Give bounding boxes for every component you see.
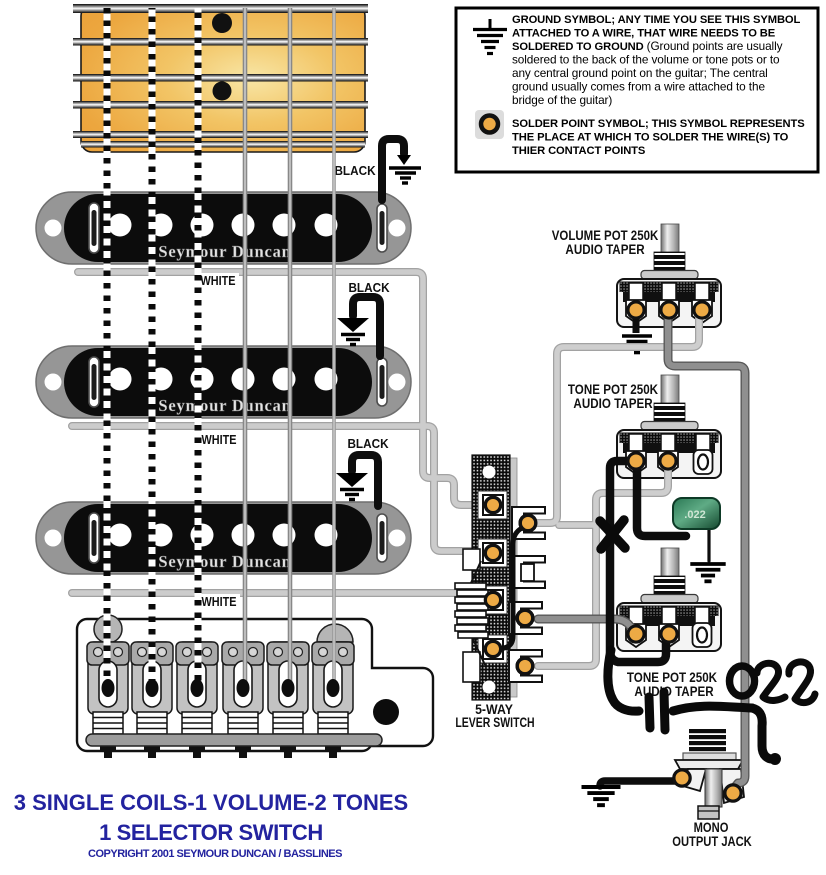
svg-text:SOLDERED TO GROUND (Ground poi: SOLDERED TO GROUND (Ground points are us… (512, 39, 783, 53)
svg-text:COPYRIGHT 2001 SEYMOUR DUNCAN: COPYRIGHT 2001 SEYMOUR DUNCAN / BASSLINE… (88, 848, 342, 860)
svg-text:any central ground point on th: any central ground point on the guitar; … (512, 66, 768, 80)
svg-text:bridge of the guitar): bridge of the guitar) (512, 93, 612, 107)
svg-text:WHITE: WHITE (201, 595, 236, 609)
svg-text:AUDIO TAPER: AUDIO TAPER (573, 395, 653, 411)
svg-text:BLACK: BLACK (334, 164, 375, 178)
svg-text:AUDIO TAPER: AUDIO TAPER (565, 241, 645, 257)
svg-text:THIER CONTACT POINTS: THIER CONTACT POINTS (512, 145, 646, 157)
svg-text:MONO: MONO (694, 820, 729, 835)
svg-text:TONE POT 250K: TONE POT 250K (627, 669, 718, 685)
svg-text:LEVER SWITCH: LEVER SWITCH (455, 715, 534, 731)
svg-text:THE PLACE AT WHICH TO SOLDER T: THE PLACE AT WHICH TO SOLDER THE WIRE(S)… (512, 132, 789, 144)
svg-text:BLACK: BLACK (348, 281, 389, 295)
svg-text:.022: .022 (684, 509, 705, 521)
svg-text:3 SINGLE COILS-1 VOLUME-2 TONE: 3 SINGLE COILS-1 VOLUME-2 TONES (14, 790, 408, 815)
svg-text:TONE POT 250K: TONE POT 250K (568, 381, 659, 397)
svg-text:BLACK: BLACK (347, 437, 388, 451)
svg-text:OUTPUT JACK: OUTPUT JACK (672, 834, 752, 849)
svg-text:SOLDER POINT SYMBOL; THIS SYMB: SOLDER POINT SYMBOL; THIS SYMBOL REPRESE… (512, 118, 805, 130)
svg-text:VOLUME POT 250K: VOLUME POT 250K (552, 227, 659, 243)
svg-text:soldered to the back of the vo: soldered to the back of the volume or to… (512, 53, 780, 67)
svg-text:WHITE: WHITE (201, 433, 236, 447)
svg-text:ATTACHED TO A WIRE, THAT WIRE: ATTACHED TO A WIRE, THAT WIRE NEEDS TO B… (512, 28, 776, 40)
svg-text:ground usually comes from a wi: ground usually comes from a wire attache… (512, 80, 765, 94)
svg-text:5-WAY: 5-WAY (475, 701, 513, 717)
svg-text:GROUND SYMBOL; ANY TIME YOU SE: GROUND SYMBOL; ANY TIME YOU SEE THIS SYM… (512, 14, 801, 26)
svg-text:1 SELECTOR SWITCH: 1 SELECTOR SWITCH (99, 820, 323, 845)
svg-text:WHITE: WHITE (200, 274, 235, 288)
svg-text:AUDIO TAPER: AUDIO TAPER (634, 683, 714, 699)
